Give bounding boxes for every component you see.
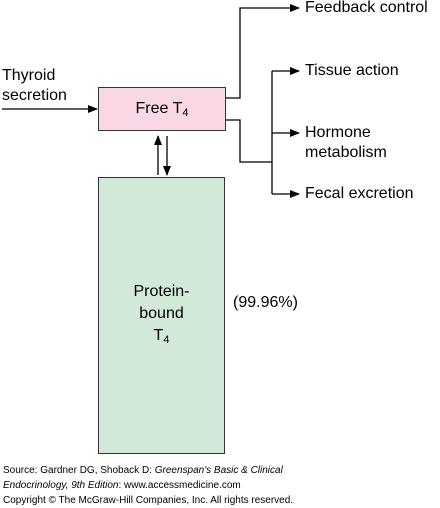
tissue-action-label: Tissue action [305, 62, 399, 79]
thyroid-secretion-label: Thyroid secretion [2, 67, 67, 104]
feedback-control-label: Feedback control [305, 0, 428, 16]
lower-branch-line [226, 119, 272, 163]
fecal-excretion-label: Fecal excretion [305, 185, 414, 202]
percent-label: (99.96%) [233, 294, 298, 311]
copyright-line: Copyright © The McGraw-Hill Companies, I… [3, 495, 294, 506]
free-t4-label: Free T4 [135, 99, 189, 119]
source-citation: Source: Gardner DG, Shoback D: Greenspan… [3, 465, 294, 506]
hormone-metabolism-label: Hormone metabolism [305, 124, 387, 161]
feedback-arrow [226, 4, 300, 99]
protein-bound-t4-box: Protein- bound T4 [98, 177, 225, 454]
protein-bound-label: Protein- bound T4 [133, 282, 190, 346]
free-t4-box: Free T4 [98, 87, 226, 131]
